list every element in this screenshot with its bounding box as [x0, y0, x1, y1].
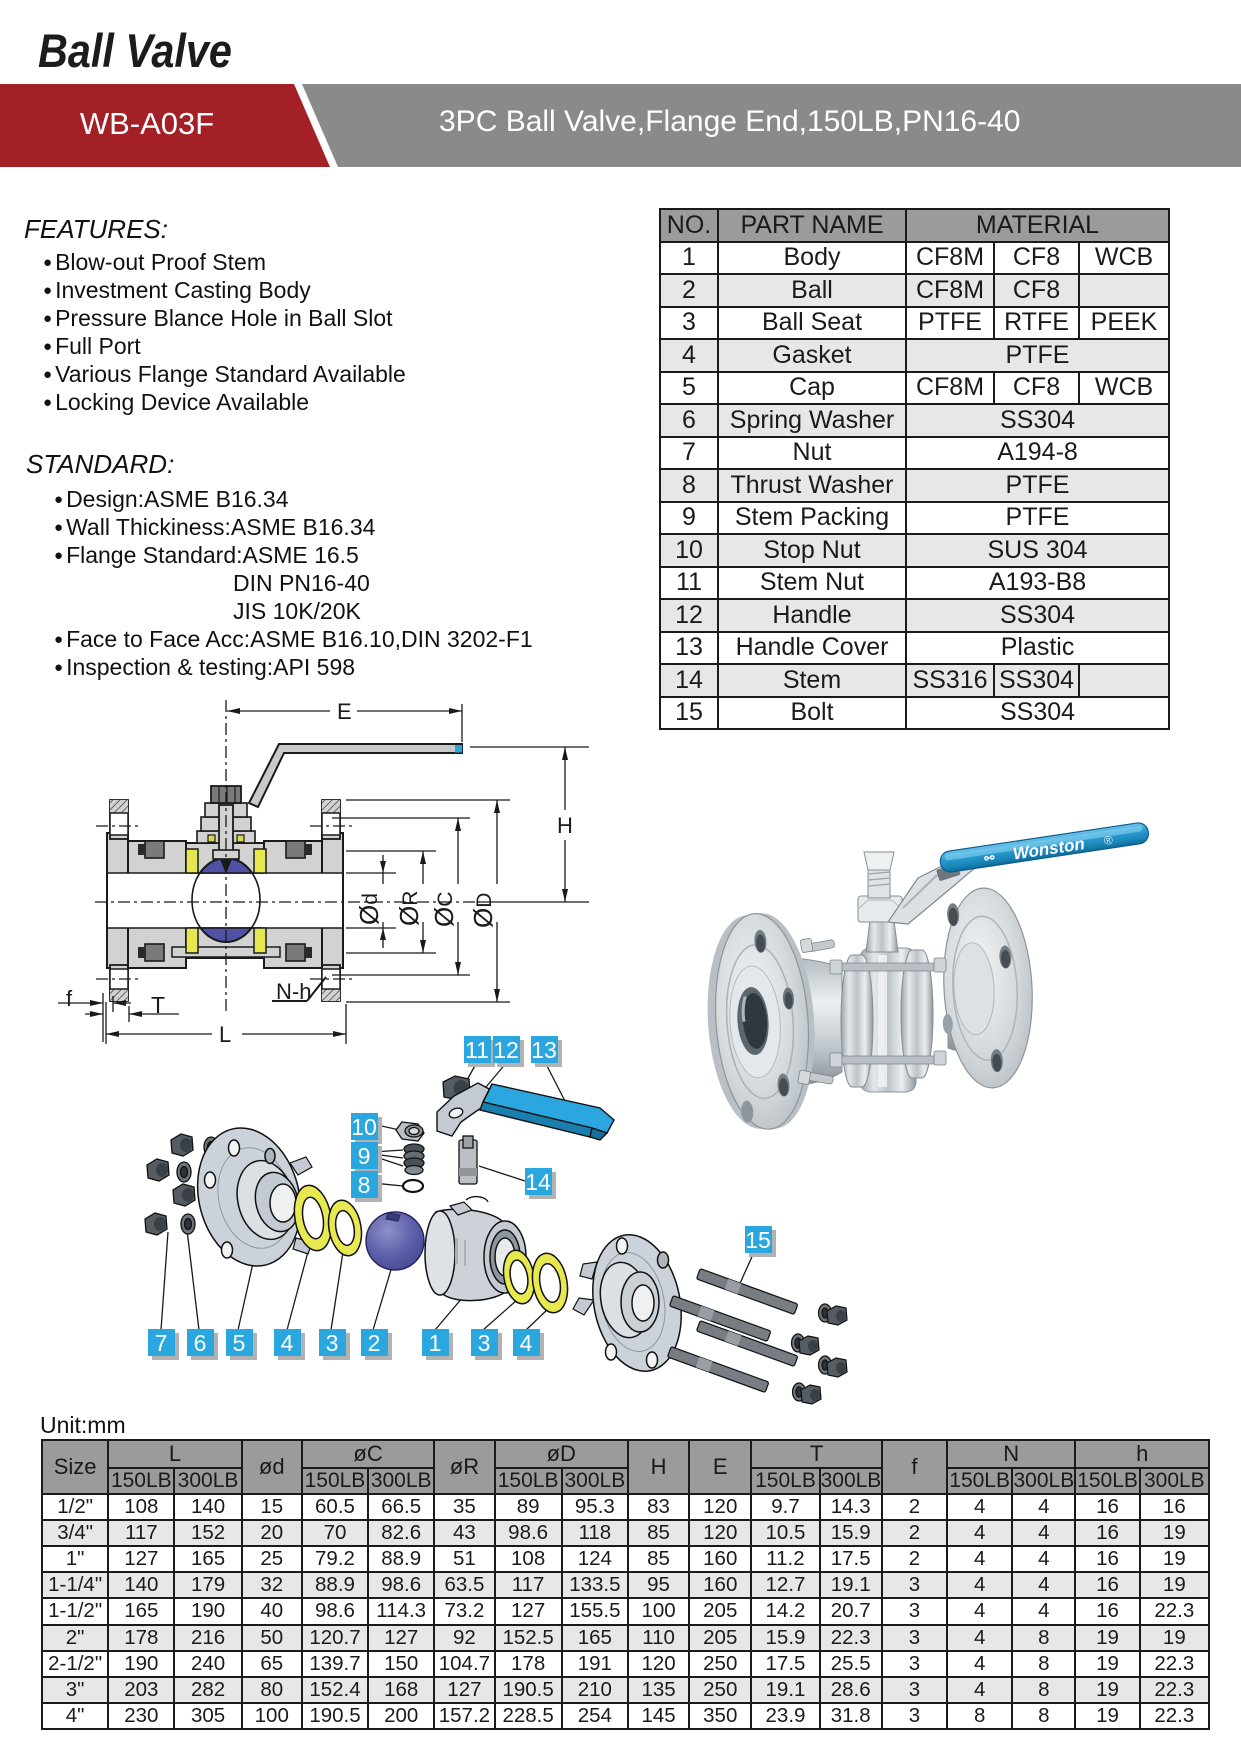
- svg-text:3: 3: [326, 1330, 339, 1356]
- svg-text:6: 6: [194, 1330, 207, 1356]
- svg-text:E: E: [337, 699, 352, 724]
- svg-text:5: 5: [233, 1330, 246, 1356]
- svg-text:15: 15: [745, 1227, 771, 1253]
- svg-text:1: 1: [429, 1330, 442, 1356]
- svg-text:2: 2: [368, 1330, 381, 1356]
- svg-text:9: 9: [358, 1143, 371, 1169]
- svg-text:13: 13: [531, 1037, 557, 1063]
- svg-text:4: 4: [281, 1330, 294, 1356]
- svg-text:14: 14: [525, 1169, 551, 1195]
- svg-text:11: 11: [465, 1037, 489, 1063]
- svg-text:Wonston: Wonston: [1012, 834, 1086, 863]
- svg-text:12: 12: [493, 1037, 519, 1063]
- svg-text:8: 8: [358, 1172, 371, 1198]
- svg-text:ØD: ØD: [468, 893, 498, 928]
- svg-text:3: 3: [478, 1330, 491, 1356]
- svg-text:®: ®: [1103, 833, 1114, 848]
- svg-text:T: T: [151, 992, 165, 1018]
- svg-text:H: H: [557, 813, 573, 838]
- svg-text:f: f: [66, 986, 73, 1011]
- svg-text:ØR: ØR: [394, 891, 424, 926]
- svg-text:N-h: N-h: [276, 979, 311, 1004]
- svg-text:⚯: ⚯: [982, 850, 996, 866]
- svg-text:7: 7: [155, 1330, 168, 1356]
- svg-text:L: L: [219, 1022, 231, 1047]
- svg-text:10: 10: [351, 1114, 377, 1140]
- svg-text:4: 4: [520, 1330, 533, 1356]
- svg-text:ØC: ØC: [429, 892, 459, 927]
- svg-text:Ød: Ød: [354, 893, 384, 925]
